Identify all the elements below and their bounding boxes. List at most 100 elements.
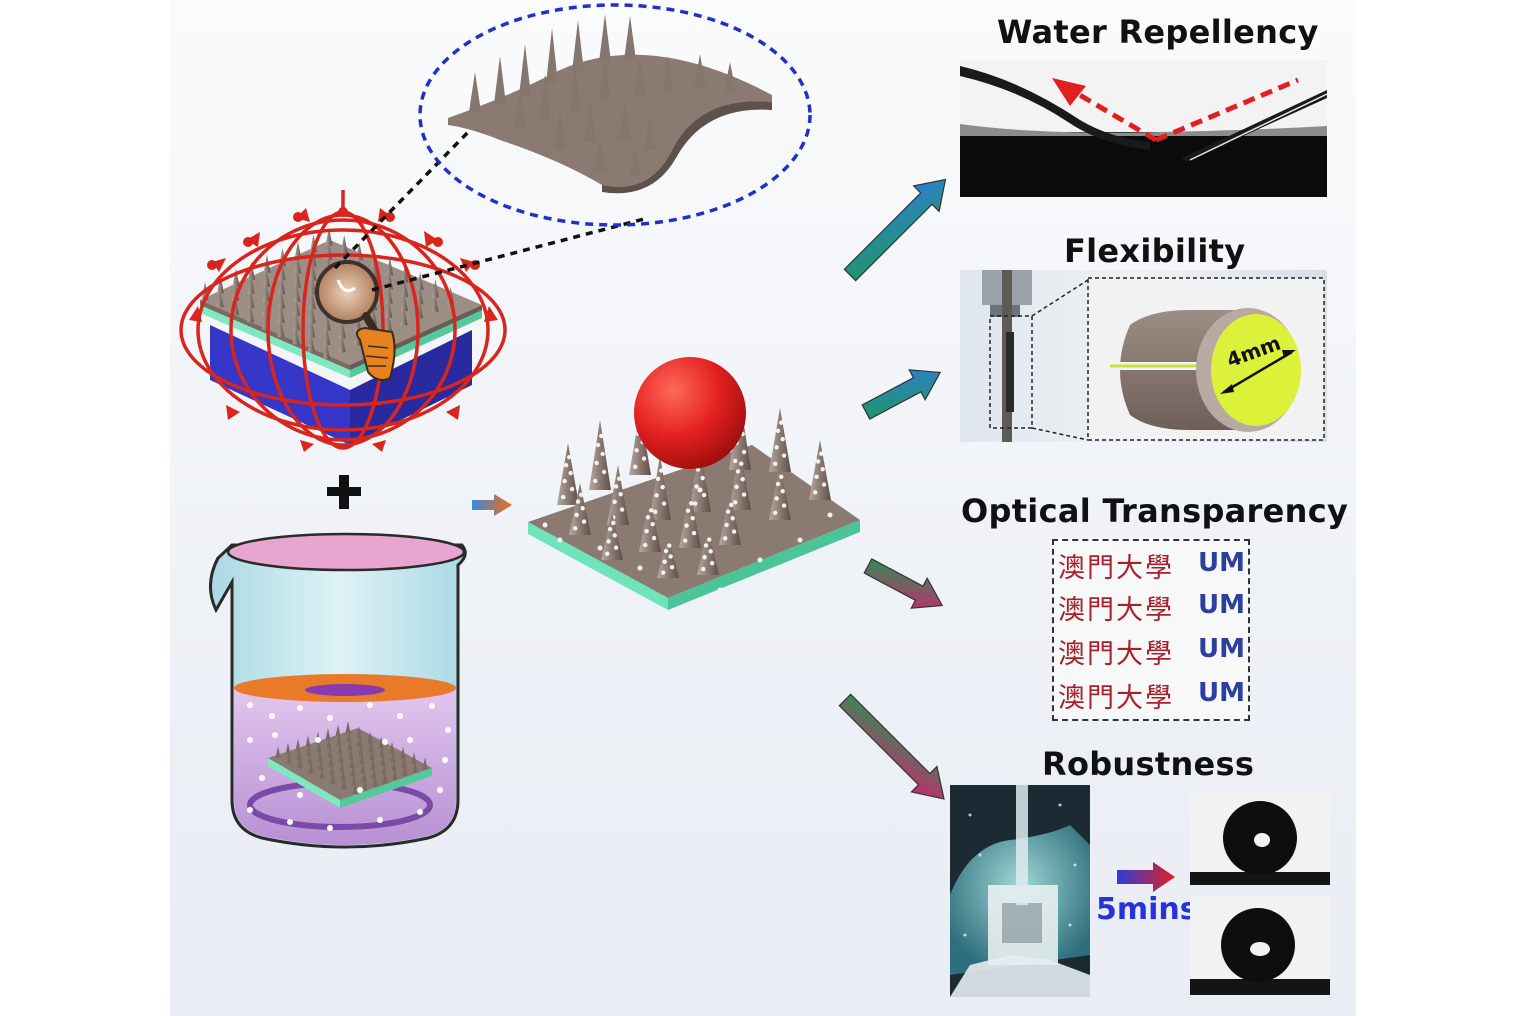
beaker-particle [327,825,333,831]
beaker-spike [318,758,324,770]
magnet-spike [247,275,255,294]
product-particle [663,548,669,554]
product-particle [703,543,709,548]
beaker-spike [369,748,375,761]
magnet-spike [293,312,300,331]
optical-transparency-title: Optical Transparency [961,492,1349,530]
product-particle [599,433,604,439]
zoom-spike [644,114,656,150]
magnet-spike [385,299,393,318]
product-particle [723,536,728,541]
magnet-block-side [350,330,472,445]
product-spike [589,420,611,490]
magnet-spike [338,334,346,353]
magnet-spike [277,304,285,323]
product-particle [641,456,647,461]
water-repellency-title: Water Repellency [997,13,1319,51]
product-spike [769,408,791,472]
magnet-spike [278,262,286,281]
product-particle [707,537,712,542]
product-particle [613,545,619,550]
beaker-particle [367,702,373,708]
flexibility-photo: 4mm [960,270,1327,442]
zoom-spike [599,14,611,62]
beaker-spike [368,740,374,752]
beaker-spike [336,733,342,746]
beaker-spike [367,731,373,744]
beaker [209,532,467,849]
property-arrows [838,178,947,800]
beaker-spike [360,761,366,774]
magnet-spike [401,278,409,297]
robustness-title: Robustness [1042,745,1255,783]
magnet-spike [400,307,408,326]
beaker-spike [359,752,365,765]
magnet-spike [217,275,224,294]
wavy-sheet [448,54,772,187]
product-particle [702,555,707,560]
magnet-spike [340,235,348,253]
zoom-spike [469,72,481,112]
product-particle [557,537,563,543]
product-particle [613,484,619,489]
product-particle [661,570,666,575]
product-particle [651,535,657,541]
product-particle [781,503,787,508]
beaker-spike [361,770,367,782]
product-particle [643,542,648,548]
magnet-spike [292,326,300,345]
beaker-spike [412,760,418,773]
product-particle [797,537,803,543]
beaker-spike [306,744,312,756]
zoom-spike [662,56,674,92]
product-particle [827,512,833,518]
beaker-spike [329,763,335,776]
beaker-spike [326,736,332,749]
magnet-spike [294,255,302,274]
zoom-spike [494,56,506,104]
beaker-spike [325,728,331,740]
arrow-to-water-repellency [843,178,947,282]
beaker-particle [397,713,403,719]
optical-transparency-photo [1052,539,1250,721]
product-particle [650,522,655,527]
beaker-particle [259,775,265,781]
magnet-spike [325,227,333,246]
product-particle [634,448,639,453]
product-particle [814,474,819,480]
product-particle [773,510,778,515]
product-particle [779,474,784,479]
transparency-text-chinese-3: 澳門大學 [1058,639,1174,670]
product-particle [580,506,585,511]
zoom-spike [599,54,611,100]
product-particle [740,476,745,482]
magnet-spike [385,314,393,332]
beaker-spike [362,778,368,791]
product-particle [668,554,673,559]
magnet-spike [323,312,331,331]
product-particle [659,468,664,473]
process-arrow [472,494,512,516]
zoom-spike [594,138,606,172]
magnet-spike [354,313,362,332]
beaker-spike [347,738,353,751]
product-particle [819,451,824,456]
product-particle [821,482,827,487]
product-particle [660,484,665,490]
beaker-spike [372,775,378,788]
product-spike [557,443,579,505]
magnet-spike [277,319,285,337]
arrow-to-robustness [838,693,945,800]
product-particle [683,538,688,543]
product-particle [645,515,651,520]
product-particle [612,533,617,538]
beaker-spike [319,766,325,779]
product-particle [725,509,731,514]
beaker-particle [407,737,413,743]
zoom-spike [619,100,631,140]
product-particle [619,507,625,512]
product-particle [594,460,599,466]
product-particle [600,451,605,457]
beaker-particle [297,705,303,711]
beaker-spike [305,735,311,748]
